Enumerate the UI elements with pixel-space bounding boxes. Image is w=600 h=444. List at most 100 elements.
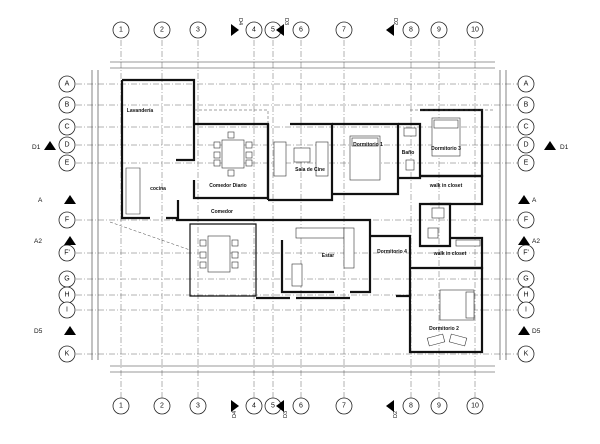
svg-text:D3: D3	[283, 18, 289, 25]
col-bubble-bottom-6: 6	[292, 397, 310, 415]
row-bubble-left-Fp-label: F'	[64, 250, 70, 257]
row-bubble-right-C-label: C	[523, 124, 528, 131]
section-d4-top: D4	[231, 18, 243, 36]
row-bubble-left-I-label: I	[66, 307, 68, 314]
col-bubble-bottom-2: 2	[153, 397, 171, 415]
section-markers-topbottom: D4 D3 D2 D4 D3 D2	[231, 18, 399, 418]
label-walk-in-closet-2: walk in closet	[433, 251, 467, 257]
row-bubble-right-Fp-label: F'	[523, 250, 529, 257]
dimension-lines	[91, 61, 507, 373]
row-bubble-left-A-label: A	[65, 81, 70, 88]
svg-text:A: A	[532, 197, 537, 204]
row-bubble-right-C: C	[517, 118, 535, 136]
label-lavanderia: Lavandería	[127, 108, 154, 114]
cinema-sofa-left	[273, 141, 287, 177]
label-dormitorio-2: Dormitorio 2	[429, 326, 459, 332]
col-bubble-top-8: 8	[402, 21, 420, 39]
row-bubble-left-H-label: H	[64, 292, 69, 299]
col-bubble-bottom-9-label: 9	[437, 403, 441, 410]
col-bubble-bottom-1-label: 1	[119, 403, 123, 410]
row-bubble-right-K-label: K	[524, 351, 529, 358]
row-bubble-right-E: E	[517, 154, 535, 172]
label-walk-in-closet-1: walk in closet	[429, 183, 463, 189]
col-bubble-top-4-label: 4	[252, 27, 256, 34]
row-bubble-right-A-label: A	[524, 81, 529, 88]
row-bubble-right-H: H	[517, 286, 535, 304]
svg-text:D1: D1	[32, 144, 41, 151]
col-bubble-top-2: 2	[153, 21, 171, 39]
col-bubble-top-4: 4	[245, 21, 263, 39]
label-dormitorio-1: Dormitorio 1	[353, 142, 383, 148]
row-bubble-left-C-label: C	[64, 124, 69, 131]
row-bubble-right-G-label: G	[523, 276, 528, 283]
col-bubble-bottom-1: 1	[112, 397, 130, 415]
row-axis-left: A B CDE F F' G H I K	[58, 75, 76, 363]
room-labels: Lavandería cocina Comedor Diario Comedor…	[127, 108, 467, 332]
svg-text:D2: D2	[392, 18, 398, 25]
col-bubble-top-5-label: 5	[271, 27, 275, 34]
section-d1-right: D1	[544, 141, 569, 151]
section-d5-left: D5	[34, 326, 76, 335]
row-bubble-right-I: I	[517, 301, 535, 319]
col-bubble-top-1: 1	[112, 21, 130, 39]
svg-text:D4: D4	[237, 18, 243, 25]
row-bubble-right-Fp: F'	[517, 244, 535, 262]
col-bubble-top-9-label: 9	[437, 27, 441, 34]
svg-text:D1: D1	[560, 144, 569, 151]
col-bubble-bottom-10: 10	[466, 397, 484, 415]
col-bubble-bottom-8-label: 8	[409, 403, 413, 410]
col-bubble-top-6-label: 6	[299, 27, 303, 34]
row-bubble-left-A: A	[58, 75, 76, 93]
section-d3-top: D3	[276, 18, 289, 36]
col-bubble-top-7-label: 7	[342, 27, 346, 34]
row-bubble-right-F-label: F	[524, 217, 528, 224]
col-bubble-top-6: 6	[292, 21, 310, 39]
section-a-right: A	[518, 195, 537, 204]
row-bubble-right-D-label: D	[523, 142, 528, 149]
label-dormitorio-3: Dormitorio 3	[431, 146, 461, 152]
svg-text:A: A	[38, 197, 43, 204]
row-bubble-left-F: F	[58, 211, 76, 229]
col-bubble-bottom-6-label: 6	[299, 403, 303, 410]
section-d2-bottom: D2	[386, 400, 399, 418]
label-dormitorio-4: Dormitorio 4	[377, 249, 407, 255]
row-bubble-left-G: G	[58, 270, 76, 288]
row-bubble-left-F-label: F	[65, 217, 69, 224]
dining-table	[207, 235, 231, 273]
section-a2-left: A2	[34, 236, 76, 245]
col-bubble-top-10-label: 10	[471, 27, 479, 34]
col-bubble-top-7: 7	[335, 21, 353, 39]
row-bubble-right-F: F	[517, 211, 535, 229]
row-bubble-right-B-label: B	[524, 102, 529, 109]
col-bubble-bottom-7: 7	[335, 397, 353, 415]
row-bubble-left-B: B	[58, 96, 76, 114]
svg-text:A2: A2	[34, 238, 42, 245]
col-bubble-bottom-3-label: 3	[196, 403, 200, 410]
svg-text:D3: D3	[283, 411, 289, 418]
row-bubble-left-I: I	[58, 301, 76, 319]
col-bubble-top-2-label: 2	[160, 27, 164, 34]
label-comedor: Comedor	[211, 209, 233, 215]
row-bubble-left-D: D	[58, 136, 76, 154]
row-bubble-right-H-label: H	[523, 292, 528, 299]
col-bubble-top-9: 9	[430, 21, 448, 39]
section-d1-left: D1	[32, 141, 56, 151]
col-bubble-bottom-7-label: 7	[342, 403, 346, 410]
col-bubble-bottom-8: 8	[402, 397, 420, 415]
row-bubble-left-E: E	[58, 154, 76, 172]
col-bubble-bottom-10-label: 10	[471, 403, 479, 410]
walls	[120, 78, 484, 354]
row-axis-right: A B C DE F F' G H I K	[517, 75, 535, 363]
section-d2-top: D2	[386, 18, 398, 36]
svg-text:D5: D5	[34, 328, 43, 335]
label-sala-cine: Sala de Cine	[295, 167, 325, 173]
row-bubble-left-H: H	[58, 286, 76, 304]
row-bubble-right-A: A	[517, 75, 535, 93]
row-bubble-left-K-label: K	[65, 351, 70, 358]
row-bubble-right-G: G	[517, 270, 535, 288]
row-bubble-left-Fp: F'	[58, 244, 76, 262]
svg-text:A2: A2	[532, 238, 540, 245]
row-bubble-right-I-label: I	[525, 307, 527, 314]
row-bubble-left-G-label: G	[64, 276, 69, 283]
